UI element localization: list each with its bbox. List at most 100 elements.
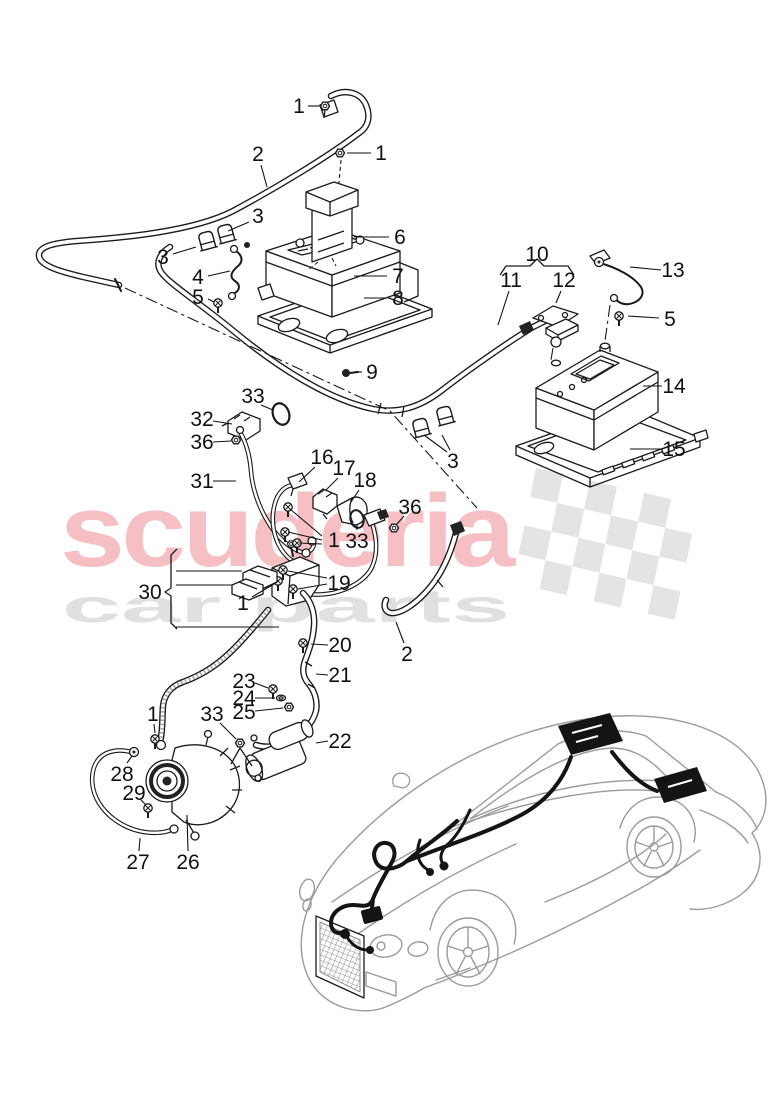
- callout-1: 1: [237, 592, 249, 615]
- leader-line: [627, 315, 660, 319]
- bolt-9: [342, 369, 359, 377]
- leader-line: [441, 434, 451, 451]
- callout-33: 33: [200, 703, 223, 726]
- top-bolts-1: [319, 101, 346, 194]
- leader-line: [212, 420, 233, 425]
- leader-line: [497, 290, 510, 326]
- leader-line: [325, 477, 339, 491]
- leader-line: [310, 643, 329, 646]
- rear-wheel: [626, 816, 682, 878]
- small-battery-assembly: [212, 181, 433, 377]
- leader-line: [298, 466, 316, 483]
- callout-5: 5: [664, 308, 676, 331]
- battery-14-top: [535, 349, 659, 411]
- callout-22: 22: [328, 730, 351, 753]
- leader-line: [287, 570, 328, 579]
- callout-29: 29: [122, 782, 145, 805]
- callout-33: 33: [345, 530, 368, 553]
- callout-12: 12: [552, 269, 575, 292]
- mirror: [392, 772, 411, 789]
- checkered-flag: [518, 468, 693, 621]
- connector-32: [221, 411, 261, 441]
- leader-line: [629, 266, 662, 271]
- leader-line: [219, 722, 237, 740]
- callout-1: 1: [147, 703, 159, 726]
- callout-10: 10: [525, 243, 548, 266]
- leader-line: [289, 508, 323, 537]
- callout-1: 1: [375, 142, 387, 165]
- callout-15: 15: [662, 438, 685, 461]
- ground-cable-28: [92, 746, 179, 834]
- sensor-cable-13: [589, 249, 644, 306]
- bolt-29: [142, 802, 154, 819]
- nut-36: [230, 435, 242, 445]
- leader-line: [186, 814, 189, 852]
- leader-line: [207, 298, 215, 303]
- headlight-outer: [369, 934, 403, 958]
- callout-36: 36: [190, 431, 213, 454]
- bracket-cable-16: [273, 472, 308, 563]
- callout-4: 4: [192, 266, 204, 289]
- callout-8: 8: [392, 287, 404, 310]
- cable-to-junction: [303, 508, 389, 595]
- leader-line: [254, 682, 269, 689]
- bracket-10: [499, 258, 575, 276]
- callout-36: 36: [398, 496, 421, 519]
- callout-7: 7: [392, 265, 404, 288]
- cable-31: [235, 425, 317, 558]
- callout-11: 11: [500, 269, 522, 292]
- bracket-30: [164, 548, 178, 630]
- leader-line: [207, 270, 231, 277]
- braided-cable-27: [155, 610, 269, 751]
- ground-strap-4: [230, 249, 243, 295]
- leader-line: [260, 404, 274, 411]
- screw-5b: [613, 310, 625, 327]
- main-battery-assembly: [499, 249, 709, 488]
- callout-1: 1: [293, 95, 305, 118]
- leader-line: [555, 290, 562, 304]
- car-harness: [329, 713, 707, 954]
- callout-16: 16: [310, 446, 333, 469]
- callout-21: 21: [328, 664, 351, 687]
- leader-line: [396, 515, 405, 525]
- jumper-cable-2b: [385, 521, 465, 613]
- leader-line: [153, 723, 156, 734]
- callout-3: 3: [157, 246, 169, 269]
- callout-27: 27: [126, 851, 149, 874]
- harness-connector: [360, 906, 384, 924]
- watermark: scuderia car parts: [60, 468, 693, 632]
- callout-1: 1: [328, 529, 340, 552]
- leader-line: [138, 837, 141, 852]
- terminal-ring-33b: [349, 509, 365, 529]
- leader-line: [227, 221, 250, 232]
- front-wheel: [437, 917, 499, 987]
- callout-14: 14: [662, 375, 686, 398]
- leader-line: [260, 164, 268, 188]
- assembly-axis: [124, 287, 478, 509]
- leader-line: [172, 246, 197, 255]
- callout-2: 2: [252, 143, 264, 166]
- callout-13: 13: [661, 259, 684, 282]
- leader-line: [140, 799, 147, 806]
- rear-module: [654, 767, 707, 803]
- nut-33c: [234, 738, 246, 748]
- pole-clamp-12: [532, 305, 579, 348]
- leader-line: [423, 434, 448, 453]
- callout-23: 23: [232, 670, 255, 693]
- terminal-ring-33: [271, 402, 291, 426]
- leader-line: [350, 489, 360, 503]
- leader-line: [395, 621, 405, 644]
- battery-cable-11: [158, 247, 551, 418]
- callout-19: 19: [327, 572, 350, 595]
- callout-32: 32: [190, 408, 213, 431]
- callout-3: 3: [447, 450, 459, 473]
- leader-line: [315, 673, 329, 676]
- callout-17: 17: [332, 457, 355, 480]
- roof-module: [558, 713, 623, 755]
- headlight-inner: [407, 941, 429, 957]
- bolt-23: [267, 683, 279, 700]
- callout-5: 5: [192, 286, 204, 309]
- callout-33: 33: [241, 385, 264, 408]
- callout-28: 28: [110, 763, 133, 786]
